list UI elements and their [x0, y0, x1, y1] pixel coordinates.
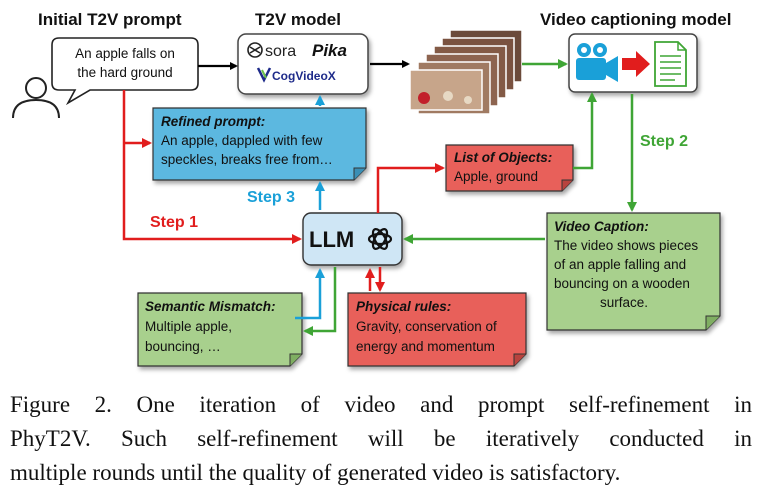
video-caption-line-2: of an apple falling and	[554, 257, 686, 272]
list-of-objects-title: List of Objects:	[454, 150, 552, 165]
arrow-mismatch-to-llm	[295, 268, 325, 320]
speech-bubble: An apple falls on the hard ground	[51, 37, 199, 106]
refined-prompt-line-2: speckles, breaks free from…	[161, 152, 333, 167]
semantic-mismatch-line-1: Multiple apple,	[145, 319, 232, 334]
arrow-llm-to-objects	[376, 163, 445, 213]
video-caption-line-1: The video shows pieces	[554, 238, 698, 253]
pika-label: Pika	[312, 41, 347, 60]
phyt2v-diagram: Initial T2V prompt T2V model Video capti…	[12, 10, 731, 367]
captioning-model-box	[568, 33, 698, 93]
video-caption-line-3: bouncing on a wooden	[554, 276, 690, 291]
video-caption-line-4: surface.	[600, 295, 648, 310]
semantic-mismatch-box: Semantic Mismatch: Multiple apple, bounc…	[137, 292, 303, 367]
list-of-objects-box: List of Objects: Apple, ground	[445, 144, 574, 192]
arrow-llm-to-mismatch	[303, 267, 337, 336]
sora-label: sora	[265, 43, 296, 60]
cogvideox-logo-icon	[256, 67, 272, 83]
step-2-label: Step 2	[640, 133, 688, 150]
video-camera-icon	[576, 43, 618, 82]
cogvideox-label: CogVideoX	[272, 69, 336, 83]
step-3-label: Step 3	[247, 189, 295, 206]
physical-rules-line-1: Gravity, conservation of	[356, 319, 497, 334]
heading-captioning-model: Video captioning model	[540, 10, 731, 29]
speech-line-1: An apple falls on	[75, 46, 175, 61]
llm-box: LLM	[302, 212, 403, 266]
user-icon	[12, 77, 60, 119]
semantic-mismatch-title: Semantic Mismatch:	[145, 299, 276, 314]
speech-line-2: the hard ground	[77, 65, 172, 80]
refined-prompt-box: Refined prompt: An apple, dappled with f…	[152, 107, 367, 181]
llm-label: LLM	[309, 227, 354, 252]
physical-rules-line-2: energy and momentum	[356, 339, 495, 354]
caption-line-1: Figure 2. One iteration of video and pro…	[10, 392, 752, 417]
step-1-label: Step 1	[150, 214, 198, 231]
semantic-mismatch-line-2: bouncing, …	[145, 339, 221, 354]
refined-prompt-line-1: An apple, dappled with few	[161, 133, 323, 148]
arrow-objects-to-captioner	[573, 92, 597, 170]
figure-caption: Figure 2. One iteration of video and pro…	[10, 388, 752, 490]
caption-line-3: multiple rounds until the quality of gen…	[10, 460, 621, 485]
physical-rules-title: Physical rules:	[356, 299, 451, 314]
t2v-model-box: sora Pika CogVideoX	[237, 33, 369, 95]
arrow-step1-prompt-to-llm	[122, 90, 302, 244]
heading-t2v-model: T2V model	[255, 10, 341, 29]
red-arrow-icon	[622, 51, 650, 77]
physical-rules-box: Physical rules: Gravity, conservation of…	[347, 292, 527, 367]
openai-logo-icon	[367, 228, 393, 250]
list-of-objects-line-1: Apple, ground	[454, 169, 538, 184]
document-icon	[654, 41, 687, 87]
caption-line-2: PhyT2V. Such self-refinement will be ite…	[10, 426, 752, 451]
refined-prompt-title: Refined prompt:	[161, 114, 265, 129]
video-caption-box: Video Caption: The video shows pieces of…	[546, 212, 721, 331]
video-caption-title: Video Caption:	[554, 219, 649, 234]
video-frames	[409, 29, 523, 115]
sora-logo-icon	[247, 42, 263, 58]
heading-initial-prompt: Initial T2V prompt	[38, 10, 182, 29]
apple-icon	[418, 92, 430, 104]
